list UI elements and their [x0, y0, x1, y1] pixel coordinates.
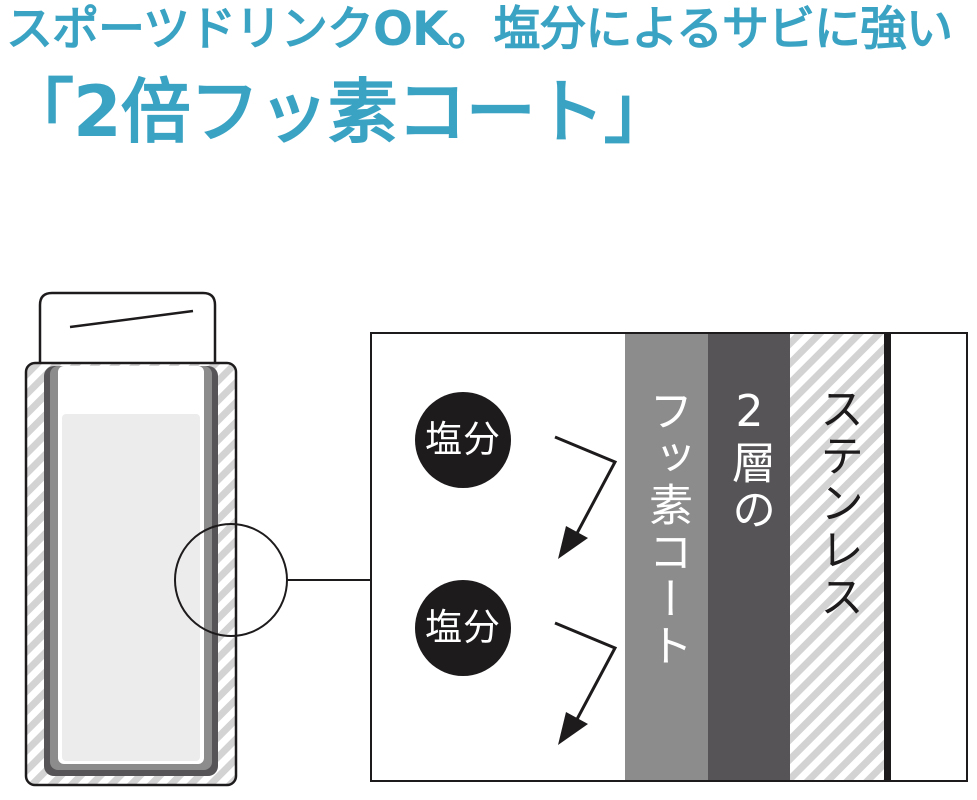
headline: スポーツドリンクOK。塩分によるサビに強い	[6, 2, 953, 57]
bottle-lid	[38, 291, 217, 367]
double-layer	[708, 333, 790, 781]
deflect-arrow-top	[554, 435, 618, 559]
deflect-arrow-bottom	[554, 621, 618, 745]
outer-black-line	[884, 333, 891, 781]
subheadline: 「2倍フッ素コート」	[4, 71, 674, 153]
stainless-label: ステンレス	[812, 386, 863, 621]
lid-line	[69, 309, 194, 329]
salt-badge-top: 塩分	[415, 392, 511, 488]
stainless-layer	[790, 333, 884, 781]
bottle-liquid	[62, 414, 200, 761]
fluorine-coat-layer	[625, 333, 708, 781]
fluorine-coat-label: フッ素コート	[641, 388, 692, 670]
double-layer-label: 2層の	[724, 386, 775, 534]
salt-badge-bottom: 塩分	[415, 580, 511, 676]
bottle-illustration	[24, 291, 371, 787]
zoom-box-border	[370, 332, 968, 782]
